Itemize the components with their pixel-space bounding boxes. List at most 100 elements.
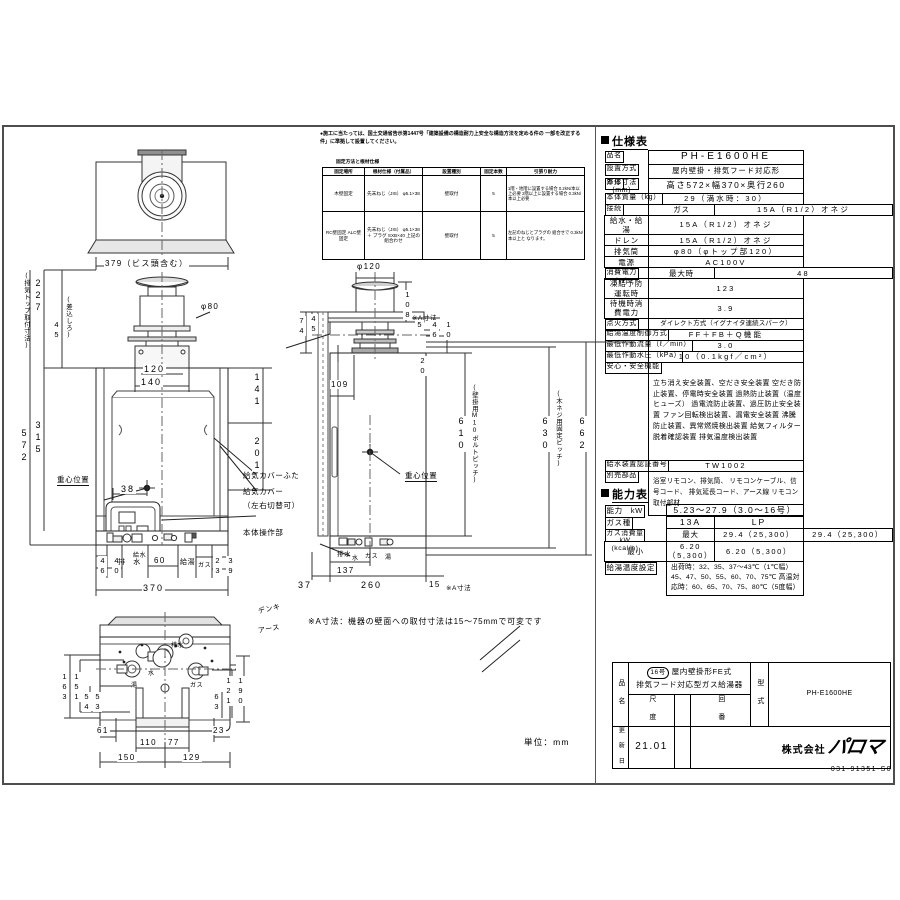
cap-group-gas-consumption: ガス消費量 kW (kcal/h) [604, 528, 646, 553]
dim-109: 109 [330, 380, 350, 389]
note-wood-screw-pitch: (木ネジ用固定ピッチ) [555, 390, 562, 468]
table-row: RC壁固定 ALC壁固定 先末ねじ（JIS） φ5.1×38 ＋ プラグ SXB… [322, 211, 585, 260]
dim-61: 61 [96, 726, 110, 735]
table-row: 電源 AC100V [604, 256, 893, 269]
label-hotwater-front: 給湯 [180, 559, 196, 566]
label-drain-side: 排水 [337, 551, 352, 558]
fix-cell-count: 5 [480, 175, 507, 212]
dim-width-379: 379（ビス頭含む） [104, 258, 190, 269]
title-block: 品 名 16号 屋内壁掛形FE式 排気フード対応型ガス給湯器 型 式 PH-E1… [612, 662, 892, 770]
table-row: ガス種 13A LP [604, 516, 893, 530]
fix-cell-spec: 先末ねじ（JIS） φ5.1×38 ＋ プラグ SXB×40 上記の組合わせ [364, 211, 423, 260]
spec-label-product-name: 品名 [604, 150, 624, 163]
dim-46-side: 46 [430, 320, 439, 340]
dim-129: 129 [182, 753, 202, 762]
label-gas-front: ガス [198, 563, 212, 569]
dim-370: 370 [142, 583, 166, 593]
dim-120: 120 [143, 364, 167, 374]
dim-163: 163 [60, 672, 69, 702]
label-gas-side: ガス [365, 554, 379, 560]
note-m10-bolt-pitch: (壁掛用M10ボルトピッチ) [471, 384, 478, 484]
dim-39: 39 [226, 556, 235, 576]
spec-value-max-power: 48 [714, 267, 893, 280]
label-air-cover: 給気カバー [243, 487, 284, 496]
spec-value-safety-features: 立ち消え安全装置、空だき安全装置 空だき防止装置、停電時安全装置 過熱防止装置（… [648, 361, 804, 461]
label-water-side: 水 [352, 556, 359, 562]
table-row: 品名 PH-E1600HE [604, 150, 893, 165]
dim-572: 572 [19, 428, 29, 464]
spec-group-power-consumption: 消費電力 (W) [604, 268, 639, 285]
dim-108: 108 [403, 290, 412, 320]
cap-value-temp-settings: 出荷時：32、35、37〜43℃（1℃幅） 45、47、50、55、60、70、… [666, 560, 804, 596]
table-row: ドレン 15A（R1/2）オネジ [604, 234, 893, 247]
dim-38: 38 [120, 484, 137, 494]
dim-37: 37 [297, 580, 314, 590]
tb-label-rev: 回 番 [689, 694, 752, 727]
tb-label-scale: 尺 度 [628, 694, 675, 727]
dim-260: 260 [360, 580, 384, 590]
tb-model-value: PH-E1600HE [768, 662, 892, 727]
dim-190: 190 [236, 676, 245, 706]
tb-product-line2: 排気フード対応型ガス給湯器 [636, 680, 743, 690]
label-center-of-gravity-side: 重心位置 [405, 471, 438, 482]
fixing-table-caption: 固定方法と根材仕様 [336, 160, 380, 165]
capacity-table: 能力 kW 5.23〜27.9（3.0〜16号） ガス種 13A LP ガス消費… [604, 504, 893, 596]
fix-cell-place: RC壁固定 ALC壁固定 [322, 211, 365, 260]
dim-662: 662 [577, 416, 587, 452]
table-row: ガス消費量 kW (kcal/h) 最大 29.4（25,300） 29.4（2… [604, 528, 893, 553]
table-row: 最小 6.20（5,300） 6.20（5,300） [604, 541, 893, 562]
dim-23-bottom: 23 [212, 726, 226, 735]
spec-label-mass: 本体質量（kg） [604, 193, 663, 205]
spec-label-body: 本体 [604, 178, 624, 190]
label-water-front: 給水 [133, 553, 147, 559]
label-water-bottom: 水 [148, 671, 155, 677]
dim-40: 40 [112, 556, 121, 576]
install-note-text: ●施工に当たっては、国土交通省告示第1447号「建築設備の構造耐力上安全な構造方… [320, 131, 581, 145]
dim-60: 60 [153, 556, 167, 565]
document-number: 031-91351-S0 [830, 766, 892, 773]
dim-74: 74 [297, 316, 306, 336]
dim-227: 227 [33, 278, 43, 314]
dim-46: 46 [98, 556, 107, 576]
company-prefix: 株式会社 [781, 744, 826, 756]
cap-label-temp-settings: 給湯温度設定 [604, 561, 658, 575]
dim-5: 5 [415, 320, 424, 330]
dim-54: 54 [82, 692, 91, 712]
spec-value-gas: 15A（R1/2）オネジ [714, 203, 893, 216]
table-row: 消費電力 (W) 最大時 48 [604, 267, 893, 285]
dim-45: 45 [52, 320, 61, 340]
dim-23: 23 [213, 556, 222, 576]
unit-note: 単位：mm [524, 737, 570, 747]
footnote-a-dimension: ※A寸法：機器の壁面への取付寸法は15〜75mmで可変です [308, 617, 543, 626]
dim-315: 315 [33, 420, 43, 456]
cap-value-max-lp: 29.4（25,300） [803, 528, 893, 542]
label-hot-side: 湯 [385, 555, 392, 561]
tb-company: 株式会社 パロマ [689, 725, 892, 770]
label-drain-bottom: 排水 [171, 643, 185, 649]
dim-phi80: φ80 [200, 302, 221, 311]
label-center-of-gravity-front: 重心位置 [57, 475, 90, 486]
fix-cell-pull: 1階・地階に設置する場合 0.2kN/本以上必要 2階以上に設置する場合 0.3… [506, 175, 585, 212]
table-row: 安心・安全機能 立ち消え安全装置、空だき安全装置 空だき防止装置、停電時安全装置… [604, 361, 893, 461]
spec-label-optional-parts: 別売部品 [604, 471, 639, 484]
frame-vertical-divider [595, 125, 596, 785]
dim-45-side: 45 [309, 314, 318, 334]
label-air-cover-note: （左右切替可） [243, 501, 300, 510]
label-drain-front: 排 水 [118, 559, 141, 566]
dim-10: 10 [444, 320, 453, 340]
dim-630: 630 [540, 416, 550, 452]
spec-label-install-type: 設置方式 [604, 164, 639, 176]
dim-20: 20 [418, 356, 427, 376]
spec-group-connections: 接続 [604, 204, 624, 216]
tb-product-name: 16号 屋内壁掛形FE式 排気フード対応型ガス給湯器 [627, 662, 752, 695]
spec-table: 品名 PH-E1600HE 設置方式 屋内壁掛・排気フード対応形 外形寸法 (m… [604, 150, 893, 516]
fixing-method-table: 固定場所 根材仕様（付属品） 設置種別 固定本数 引張り耐力 木壁固定 先末ねじ… [322, 167, 585, 260]
tb-product-line1: 屋内壁掛形FE式 [671, 666, 732, 676]
table-row: 尺 度 回 番 [613, 694, 891, 727]
table-row: 品 名 16号 屋内壁掛形FE式 排気フード対応型ガス給湯器 型 式 PH-E1… [612, 662, 892, 727]
spec-label-safety-features: 安心・安全機能 [604, 362, 662, 375]
dim-201: 201 [252, 436, 262, 472]
table-row: 給湯温度設定 出荷時：32、35、37〜43℃（1℃幅） 45、47、50、55… [604, 560, 893, 596]
dim-15: 15 [428, 580, 442, 589]
